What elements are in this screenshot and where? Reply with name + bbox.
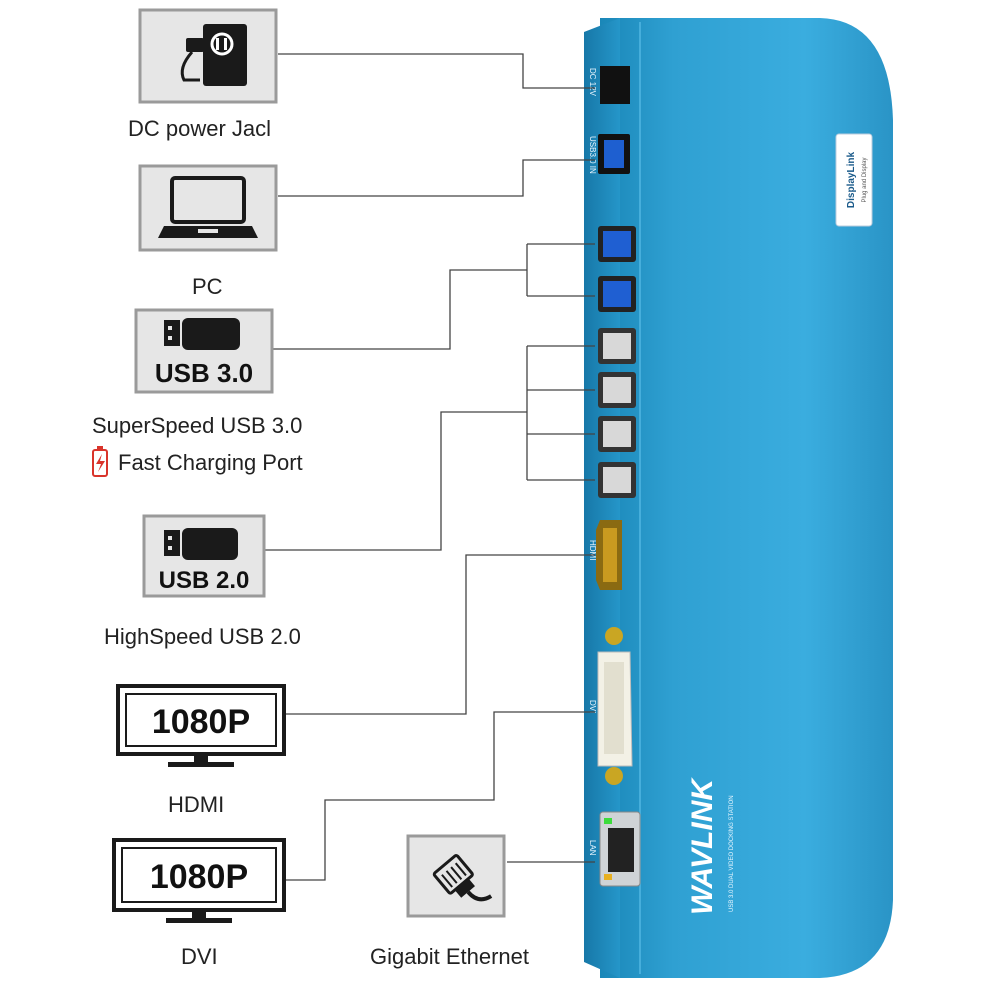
port-label-lan: LAN bbox=[588, 840, 597, 856]
usb3-ports bbox=[598, 226, 636, 312]
port-label-dvi: DVI bbox=[588, 700, 597, 713]
brand-subtitle: USB 3.0 DUAL VIDEO DOCKING STATION bbox=[729, 795, 735, 912]
label-superspeed-usb3: SuperSpeed USB 3.0 bbox=[92, 413, 303, 438]
badge-subtitle: Plug and Display bbox=[862, 157, 868, 202]
brand-logo: WAVLINK bbox=[686, 777, 719, 915]
dc-power-icon bbox=[138, 8, 278, 104]
hdmi-monitor-text: 1080P bbox=[152, 703, 250, 741]
usb3-icon-text: USB 3.0 bbox=[155, 358, 253, 388]
device-body bbox=[600, 18, 893, 978]
label-highspeed-usb2: HighSpeed USB 2.0 bbox=[104, 624, 301, 649]
hdmi-monitor-icon: 1080P bbox=[116, 684, 286, 767]
line-usb2 bbox=[265, 411, 527, 551]
port-label-dc: DC 12V bbox=[588, 68, 597, 97]
badge-title: DisplayLink bbox=[846, 152, 857, 209]
label-hdmi: HDMI bbox=[168, 792, 225, 817]
docking-station: DisplayLink Plug and Display WAVLINK USB… bbox=[584, 18, 893, 978]
dvi-port bbox=[597, 627, 633, 785]
dvi-monitor-icon: 1080P bbox=[112, 838, 286, 923]
label-dvi: DVI bbox=[181, 944, 218, 969]
line-dvi bbox=[286, 711, 595, 881]
usb2-icon: USB 2.0 bbox=[142, 514, 266, 598]
port-label-usb-in: USB3.0 IN bbox=[588, 136, 597, 174]
dc-jack-port bbox=[600, 66, 630, 104]
battery-charge-icon bbox=[92, 446, 108, 477]
usb2-icon-text: USB 2.0 bbox=[159, 567, 250, 594]
dvi-monitor-text: 1080P bbox=[150, 858, 248, 896]
port-label-hdmi: HDMI bbox=[588, 540, 597, 560]
usb3-icon: USB 3.0 bbox=[134, 308, 274, 394]
label-pc: PC bbox=[192, 274, 223, 299]
connector-lines bbox=[265, 53, 595, 881]
line-pc bbox=[278, 159, 595, 197]
ethernet-icon bbox=[406, 834, 506, 918]
label-dc-power: DC power Jacl bbox=[128, 116, 272, 141]
label-gigabit-ethernet: Gigabit Ethernet bbox=[370, 944, 529, 969]
displaylink-badge: DisplayLink Plug and Display bbox=[835, 133, 873, 227]
line-usb3 bbox=[272, 269, 527, 350]
laptop-icon bbox=[138, 164, 278, 252]
usb2-ports bbox=[598, 328, 636, 498]
line-dc bbox=[278, 53, 595, 89]
label-fast-charging: Fast Charging Port bbox=[118, 450, 303, 475]
line-hdmi bbox=[286, 554, 595, 715]
